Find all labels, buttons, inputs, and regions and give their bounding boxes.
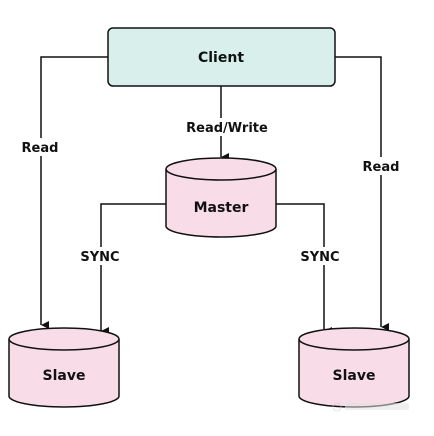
master-label: Master (194, 200, 249, 216)
edge-label-read-right: Read (363, 160, 400, 175)
watermark (332, 402, 409, 412)
master-node: Master (165, 157, 277, 238)
edge-master-to-right-slave (276, 203, 332, 335)
left-slave-node: Slave (8, 327, 120, 408)
right-slave-label: Slave (333, 368, 376, 384)
left-slave-cylinder-rim (8, 338, 120, 351)
edge-master-to-left-slave (100, 203, 166, 335)
edge-client-to-left-slave (40, 56, 108, 329)
right-slave-cylinder-rim (298, 338, 410, 351)
edge-label-sync-right: SYNC (300, 250, 339, 265)
master-cylinder-rim (165, 168, 277, 181)
client-label: Client (198, 50, 244, 66)
edge-client-to-right-slave (335, 56, 389, 331)
right-slave-node: Slave (298, 327, 410, 408)
left-slave-cylinder-body (8, 327, 120, 408)
right-slave-cylinder-body (298, 327, 410, 408)
edge-label-read-write: Read/Write (186, 121, 268, 136)
left-slave-label: Slave (43, 368, 86, 384)
edge-label-sync-left: SYNC (80, 250, 119, 265)
client-node: Client (107, 27, 336, 87)
master-cylinder-body (165, 157, 277, 238)
edge-label-read-left: Read (22, 141, 59, 156)
client-box (107, 27, 336, 87)
